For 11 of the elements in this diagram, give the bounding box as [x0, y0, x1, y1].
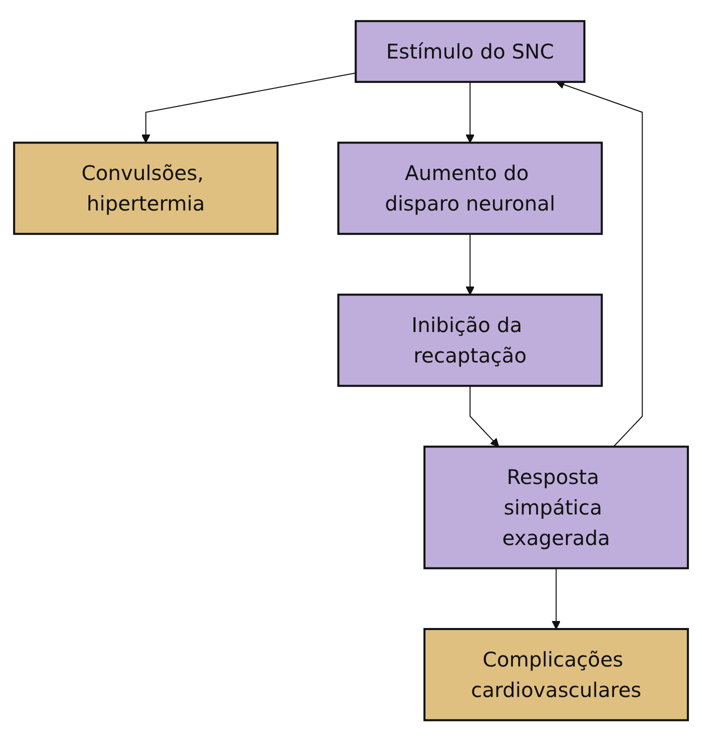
arrow [466, 234, 474, 296]
node-box: Inibição da recaptação [337, 294, 603, 388]
node-box: Complicações cardiovasculares [423, 628, 689, 722]
node-box: Estímulo do SNC [354, 20, 586, 84]
arrow [470, 386, 500, 448]
arrow [466, 82, 474, 144]
node-box: Convulsões, hipertermia [13, 142, 279, 236]
arrow [141, 72, 356, 144]
node-box: Resposta simpática exagerada [423, 446, 689, 570]
arrow [552, 568, 561, 630]
node-box: Aumento do disparo neuronal [337, 142, 603, 236]
